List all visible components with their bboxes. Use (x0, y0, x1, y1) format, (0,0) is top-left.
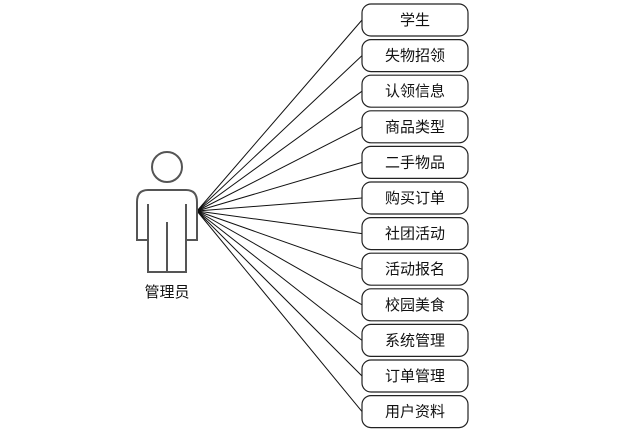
use-case-label: 系统管理 (385, 331, 445, 349)
use-case-label: 认领信息 (385, 82, 445, 100)
use-case-list: 学生失物招领认领信息商品类型二手物品购买订单社团活动活动报名校园美食系统管理订单… (361, 3, 469, 429)
use-case-box (361, 217, 469, 251)
use-case-label: 学生 (400, 11, 430, 29)
use-case-box (361, 395, 469, 429)
association-line (196, 90, 363, 212)
use-case-box (361, 145, 469, 179)
use-case-label: 用户资料 (385, 403, 445, 421)
use-case-box (361, 3, 469, 37)
use-case: 订单管理 (361, 359, 469, 393)
use-case-label: 二手物品 (385, 153, 445, 171)
association-line (196, 210, 363, 270)
association-line (196, 161, 363, 212)
use-case: 社团活动 (361, 217, 469, 251)
use-case-box (361, 288, 469, 322)
actor-head (151, 151, 183, 183)
association-lines (196, 19, 363, 412)
use-case-box (361, 110, 469, 144)
association-line (196, 210, 363, 412)
association-line (196, 19, 363, 212)
use-case: 活动报名 (361, 252, 469, 286)
use-case-label: 校园美食 (385, 296, 445, 314)
use-case-box (361, 359, 469, 393)
association-line (196, 210, 363, 306)
use-case: 系统管理 (361, 323, 469, 357)
use-case: 校园美食 (361, 288, 469, 322)
use-case: 二手物品 (361, 145, 469, 179)
association-line (196, 55, 363, 212)
use-case: 学生 (361, 3, 469, 37)
association-line (196, 126, 363, 212)
use-case-box (361, 252, 469, 286)
use-case-box (361, 181, 469, 215)
use-case: 购买订单 (361, 181, 469, 215)
use-case: 用户资料 (361, 395, 469, 429)
use-case: 认领信息 (361, 74, 469, 108)
association-line (196, 210, 363, 341)
use-case: 失物招领 (361, 38, 469, 73)
use-case-box (361, 38, 469, 73)
use-case-box (361, 74, 469, 108)
actor-label: 管理员 (144, 283, 189, 301)
association-line (196, 197, 363, 212)
association-line (196, 210, 363, 235)
use-case-label: 商品类型 (385, 118, 445, 136)
use-case: 商品类型 (361, 110, 469, 144)
use-case-label: 社团活动 (385, 225, 445, 243)
use-case-label: 失物招领 (385, 47, 445, 65)
actor-figure: 管理员 (136, 151, 198, 301)
association-line (196, 210, 363, 377)
use-case-label: 购买订单 (385, 189, 445, 207)
use-case-label: 订单管理 (385, 367, 445, 385)
use-case-label: 活动报名 (385, 260, 445, 278)
use-case-box (361, 323, 469, 357)
